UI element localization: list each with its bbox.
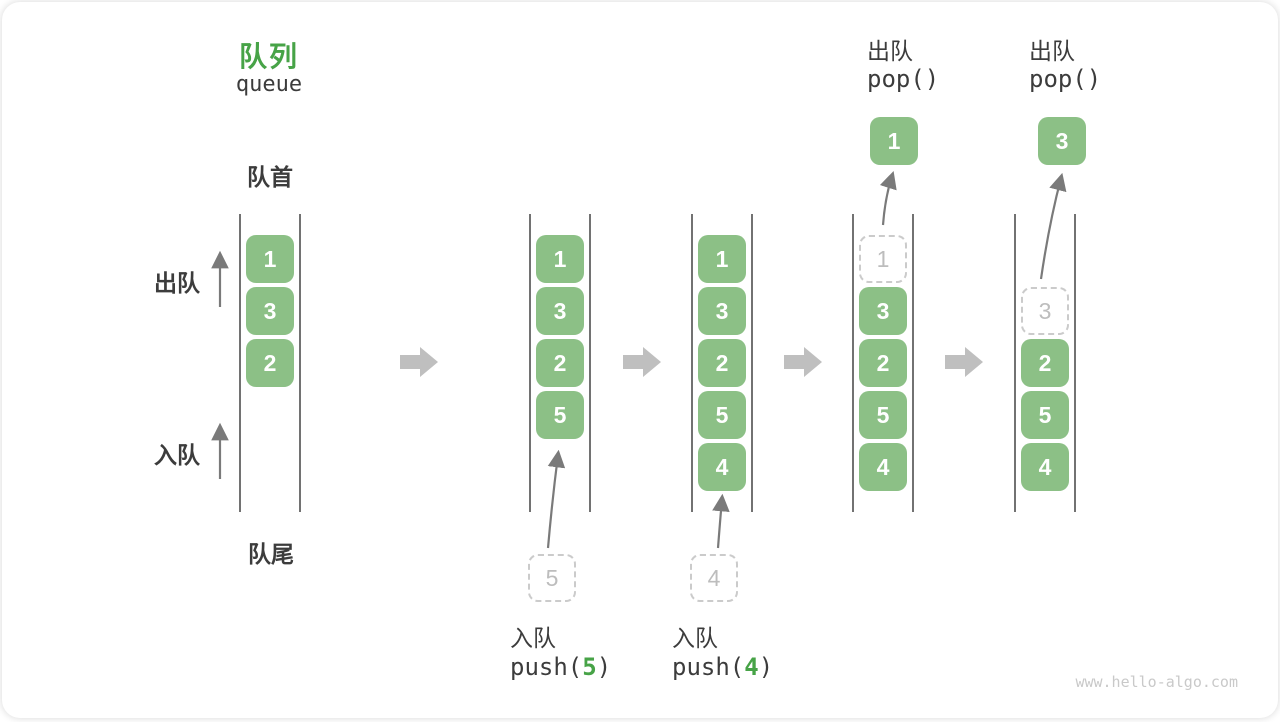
label-queue-front: 队首 [247, 164, 293, 190]
state-initial-item-2: 2 [246, 339, 294, 387]
state-after-pop-3-item-5: 5 [1021, 391, 1069, 439]
state-after-pop-3-popped-item: 3 [1038, 117, 1086, 165]
state-after-push-4-item-5: 5 [698, 391, 746, 439]
state-after-pop-1-item-2: 2 [859, 339, 907, 387]
state-transition-arrow-4-icon [945, 347, 983, 377]
state-after-pop-3-op-code: pop() [1029, 65, 1102, 93]
state-transition-arrow-1-icon [400, 347, 438, 377]
state-after-push-5-op-code: push(5) [510, 653, 611, 681]
state-after-push-4-op-code: push(4) [672, 653, 773, 681]
pop-1-arrow-icon [879, 170, 897, 226]
state-after-push-4-item-4: 4 [698, 443, 746, 491]
code-close: ) [596, 653, 612, 681]
state-initial-item-3: 3 [246, 287, 294, 335]
state-after-pop-1-op-label: 出队 [867, 38, 913, 64]
push-4-arrow-icon [712, 493, 730, 549]
code-fn: push( [672, 653, 745, 681]
state-after-push-5-op-label: 入队 [510, 625, 556, 651]
pop-3-arrow-icon [1039, 172, 1067, 280]
figure-title-zh: 队列 [238, 41, 299, 72]
label-queue-rear: 队尾 [248, 541, 294, 567]
label-enqueue-side: 入队 [154, 442, 200, 468]
label-dequeue-side: 出队 [154, 270, 200, 296]
code-fn: push( [510, 653, 583, 681]
state-after-pop-1-item-3: 3 [859, 287, 907, 335]
code-arg: 4 [744, 653, 759, 681]
state-after-pop-3-op-label: 出队 [1029, 38, 1075, 64]
state-after-pop-3-item-2: 2 [1021, 339, 1069, 387]
state-transition-arrow-3-icon [784, 347, 822, 377]
state-after-pop-1-op-code: pop() [867, 65, 940, 93]
code-arg: 5 [582, 653, 597, 681]
state-after-pop-1-item-5: 5 [859, 391, 907, 439]
state-after-push-5-item-5: 5 [536, 391, 584, 439]
state-after-push-4-item-1: 1 [698, 235, 746, 283]
state-after-push-5-item-2: 2 [536, 339, 584, 387]
state-after-push-4-pending-item: 4 [690, 554, 738, 602]
state-after-push-4-op-label: 入队 [672, 625, 718, 651]
state-after-push-5-pending-item: 5 [528, 554, 576, 602]
push-5-arrow-icon [546, 449, 566, 549]
figure-title-en: queue [235, 72, 303, 97]
watermark: www.hello-algo.com [1075, 673, 1238, 691]
state-after-push-5-item-1: 1 [536, 235, 584, 283]
state-after-push-4-item-2: 2 [698, 339, 746, 387]
state-after-push-5-item-3: 3 [536, 287, 584, 335]
state-after-pop-3-item-3-dashed: 3 [1021, 287, 1069, 335]
state-initial-item-1: 1 [246, 235, 294, 283]
code-close: ) [758, 653, 774, 681]
state-after-pop-1-item-4: 4 [859, 443, 907, 491]
state-after-push-4-item-3: 3 [698, 287, 746, 335]
state-after-pop-3-item-4: 4 [1021, 443, 1069, 491]
state-transition-arrow-2-icon [623, 347, 661, 377]
state-after-pop-1-popped-item: 1 [870, 117, 918, 165]
state-after-pop-1-item-1-dashed: 1 [859, 235, 907, 283]
